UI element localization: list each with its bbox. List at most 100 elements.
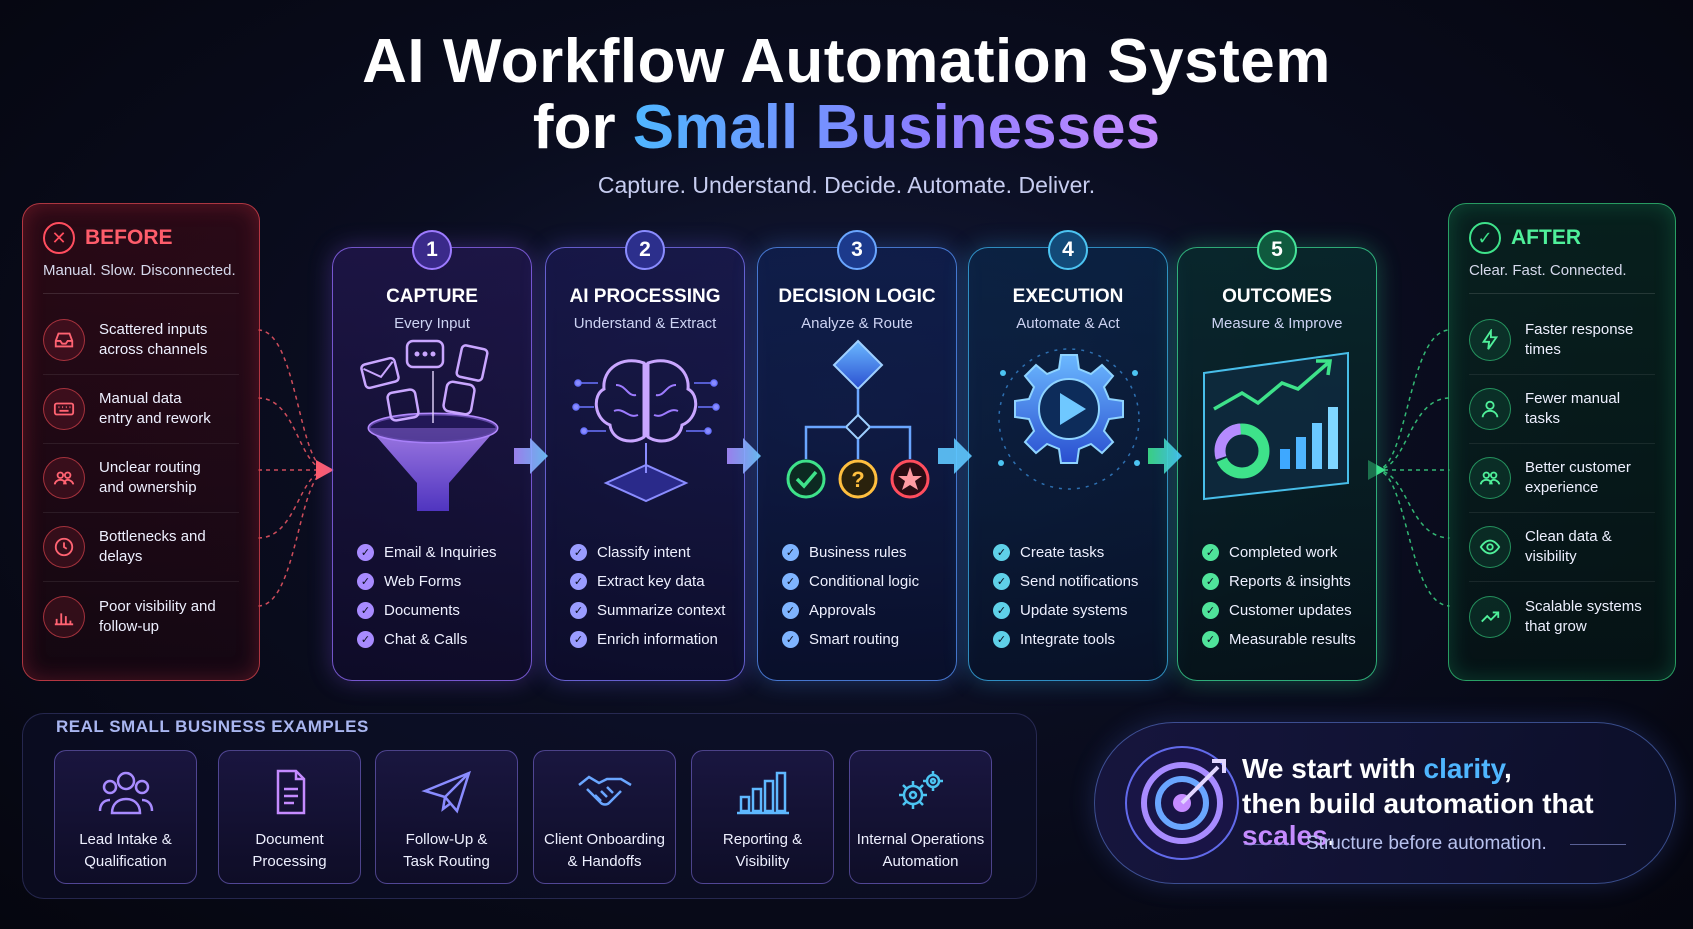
bullet-item: ✓ Business rules: [782, 538, 919, 567]
after-item-label: Scalable systems that grow: [1525, 597, 1642, 635]
example-card: Follow-Up &Task Routing: [375, 750, 518, 884]
after-title: AFTER: [1511, 226, 1581, 249]
step-subtitle: Understand & Extract: [573, 315, 717, 332]
after-item-label: Better customer experience: [1525, 459, 1631, 496]
step-title: OUTCOMES: [1222, 286, 1332, 307]
eye-icon: [1469, 526, 1511, 568]
example-label: Lead Intake &Qualification: [79, 831, 172, 870]
quote-line2: then build automation that scales.: [1242, 788, 1594, 851]
bar-chart-icon: [43, 595, 85, 638]
after-item-label: Clean data & visibility: [1525, 528, 1612, 565]
after-item-label: Faster response times: [1525, 321, 1634, 358]
gears-icon: [898, 771, 943, 809]
page-title-line2: for Small Businesses: [0, 92, 1693, 163]
check-icon: ✓: [993, 602, 1010, 619]
before-item: Scattered inputs across channels: [43, 306, 239, 375]
bullet-label: Business rules: [809, 544, 907, 561]
check-icon: ✓: [357, 573, 374, 590]
step-number: 5: [1257, 230, 1297, 270]
page-subtitle: Capture. Understand. Decide. Automate. D…: [597, 172, 1096, 198]
bullet-label: Customer updates: [1229, 602, 1352, 619]
brain-chip-icon: [572, 359, 720, 503]
before-item-label: Poor visibility and follow-up: [99, 597, 216, 635]
before-item-label: Manual data entry and rework: [99, 390, 211, 427]
example-card: Client Onboarding& Handoffs: [533, 750, 676, 884]
check-icon: ✓: [570, 573, 587, 590]
bullet-label: Smart routing: [809, 631, 900, 648]
after-item: Faster response times: [1469, 306, 1655, 375]
example-label: Reporting &Visibility: [722, 831, 803, 870]
check-icon: ✓: [570, 602, 587, 619]
check-icon: ✓: [782, 544, 799, 561]
bullet-item: ✓Web Forms: [357, 567, 497, 596]
funnel-icon: [360, 339, 499, 511]
step-title: AI PROCESSING: [569, 286, 721, 307]
check-icon: ✓: [1202, 544, 1219, 561]
after-item: Scalable systems that grow: [1469, 582, 1655, 651]
bullet-item: ✓Conditional logic: [782, 567, 919, 596]
bullet-label: Chat & Calls: [384, 631, 468, 648]
check-icon: ✓: [782, 573, 799, 590]
svg-text:?: ?: [851, 467, 864, 492]
bullet-item: ✓Reports & insights: [1202, 567, 1356, 596]
lightning-icon: [1469, 319, 1511, 361]
bullet-item: ✓ Smart routing: [782, 625, 919, 654]
title-highlight: Small Businesses: [632, 93, 1161, 162]
flow-arrow-icon: [938, 438, 972, 474]
before-item: Poor visibility and follow-up: [43, 582, 239, 651]
check-icon: ✓: [782, 631, 799, 648]
bullet-item: ✓Chat & Calls: [357, 625, 497, 654]
step-number: 4: [1048, 230, 1088, 270]
bullet-item: ✓Classify intent: [570, 538, 725, 567]
step-title: EXECUTION: [1012, 286, 1124, 307]
flow-arrow-icon: [1148, 438, 1182, 474]
bullet-label: Approvals: [809, 602, 876, 619]
step-decision-logic: 3 DECISION LOGIC Analyze & Route ? ✓Busi…: [757, 230, 957, 681]
before-title: BEFORE: [85, 226, 173, 249]
bullet-label: Extract key data: [597, 573, 705, 590]
bullet-label: Update systems: [1020, 602, 1128, 619]
check-icon: ✓: [357, 602, 374, 619]
after-subtitle: Clear. Fast. Connected.: [1469, 262, 1655, 294]
bullet-label: Send notifications: [1020, 573, 1139, 590]
dashboard-icon: [1203, 351, 1349, 501]
bullet-label: Documents: [384, 602, 460, 619]
after-item-label: Fewer manual tasks: [1525, 390, 1621, 427]
step-execution: 4 EXECUTION Automate & Act ✓Create tasks…: [968, 230, 1168, 681]
example-label: Client Onboarding& Handoffs: [544, 831, 665, 870]
before-subtitle: Manual. Slow. Disconnected.: [43, 262, 239, 294]
bullet-item: ✓ Email & Inquiries: [357, 538, 497, 567]
before-item: Unclear routing and ownership: [43, 444, 239, 513]
bullet-item: ✓ Summarize context: [570, 596, 725, 625]
step-bullets: ✓ Email & Inquiries ✓Web Forms ✓ Documents…: [357, 538, 497, 654]
bullet-item: ✓ Update systems: [993, 596, 1138, 625]
after-item: Clean data & visibility: [1469, 513, 1655, 582]
quote-highlight-scales: scales: [1242, 820, 1328, 851]
check-circle-icon: ✓: [1469, 222, 1501, 254]
document-icon: [276, 769, 305, 815]
bullet-item: ✓ Send notifications: [993, 567, 1138, 596]
step-bullets: ✓Completed work ✓Reports & insights ✓Cus…: [1202, 538, 1356, 654]
step-number: 1: [412, 230, 452, 270]
person-icon: [1469, 388, 1511, 430]
divider: [1244, 844, 1292, 845]
people-icon: [1469, 457, 1511, 499]
page-title: AI Workflow Automation System: [362, 27, 1331, 96]
step-title: DECISION LOGIC: [778, 286, 936, 307]
check-icon: ✓: [993, 573, 1010, 590]
bullet-label: Summarize context: [597, 602, 726, 619]
before-item-label: Scattered inputs across channels: [99, 321, 208, 358]
after-item: Fewer manual tasks: [1469, 375, 1655, 444]
bullet-label: Email & Inquiries: [384, 544, 497, 561]
bullet-label: Measurable results: [1229, 631, 1356, 648]
step-bullets: ✓ Business rules ✓Conditional logic ✓ Appr…: [782, 538, 919, 654]
quote-line1: We start with clarity,: [1242, 753, 1512, 784]
bullet-label: Classify intent: [597, 544, 691, 561]
bullet-label: Integrate tools: [1020, 631, 1116, 648]
bar-chart-icon: [736, 771, 789, 815]
bullet-label: Create tasks: [1020, 544, 1105, 561]
divider: [1570, 844, 1626, 845]
check-icon: ✓: [357, 544, 374, 561]
example-card: Reporting &Visibility: [691, 750, 834, 884]
